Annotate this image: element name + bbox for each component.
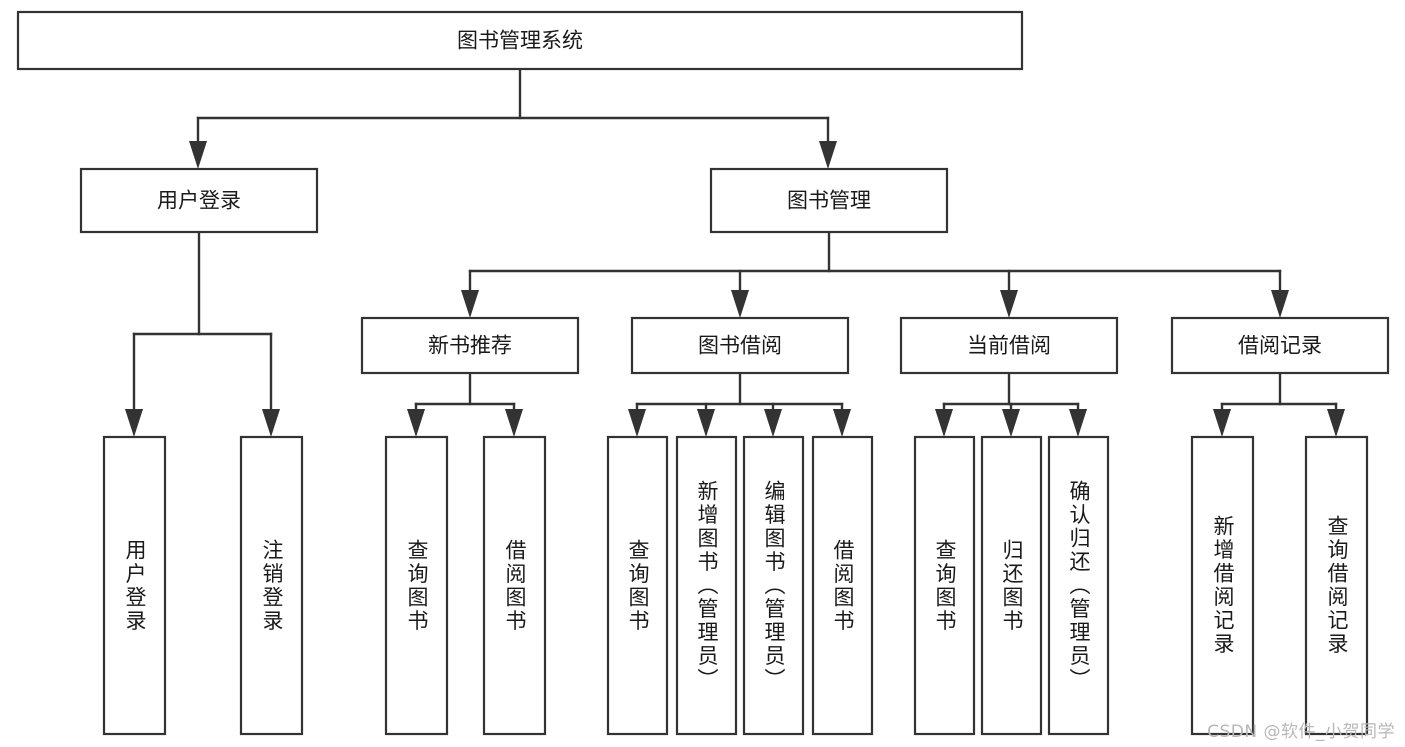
- connector-borrowing-records-to-leaves-arrowhead-0: [1213, 409, 1231, 437]
- connector-book-borrowing-to-leaves-arrowhead-3: [833, 409, 851, 437]
- connector-current-borrowing-to-leaves: [935, 371, 1087, 437]
- connector-user-login-to-leaves-arrowhead-1: [262, 409, 280, 437]
- connector-book-borrowing-to-leaves-arrowhead-0: [628, 409, 646, 437]
- leaf-query-borrowing-record-box[interactable]: [1304, 435, 1369, 736]
- node-new-book-recommendation-label: 新书推荐: [428, 334, 512, 358]
- node-root-book-management-system-box[interactable]: [16, 10, 1024, 71]
- leaf-return-books-box[interactable]: [980, 435, 1043, 736]
- connector-user-login-to-leaves: [125, 230, 280, 437]
- node-book-borrowing-box[interactable]: [630, 316, 850, 375]
- connector-book-management-to-level3: [461, 230, 1289, 318]
- watermark-text: CSDN @软件_小贺同学: [1207, 722, 1395, 742]
- node-book-borrowing-label: 图书借阅: [698, 334, 782, 358]
- connector-root-to-level2-arrowhead-0: [189, 141, 207, 169]
- connectors-layer: [125, 67, 1345, 437]
- leaf-borrow-books-borrowing-box[interactable]: [811, 435, 874, 736]
- connector-book-management-to-level3-arrowhead-0: [461, 290, 479, 318]
- node-boxes-layer: [16, 10, 1390, 736]
- connector-book-management-to-level3-arrowhead-3: [1271, 290, 1289, 318]
- leaf-add-borrowing-record-box[interactable]: [1190, 435, 1255, 736]
- leaf-confirm-return-admin-box[interactable]: [1047, 435, 1110, 736]
- connector-current-borrowing-to-leaves-arrowhead-0: [935, 409, 953, 437]
- node-book-management-label: 图书管理: [787, 189, 871, 213]
- connector-new-book-recommendation-to-leaves: [407, 371, 523, 437]
- connector-book-borrowing-to-leaves: [628, 371, 851, 437]
- connector-current-borrowing-to-leaves-arrowhead-1: [1002, 409, 1020, 437]
- node-borrowing-records-box[interactable]: [1170, 316, 1390, 375]
- connector-book-management-to-level3-arrowhead-2: [1000, 290, 1018, 318]
- connector-book-borrowing-to-leaves-arrowhead-2: [764, 409, 782, 437]
- connector-book-borrowing-to-leaves-arrowhead-1: [697, 409, 715, 437]
- leaf-user-login-box[interactable]: [102, 435, 167, 736]
- connector-new-book-recommendation-to-leaves-arrowhead-1: [505, 409, 523, 437]
- leaf-query-books-borrowing-box[interactable]: [606, 435, 669, 736]
- node-borrowing-records-label: 借阅记录: [1238, 334, 1322, 358]
- node-root-book-management-system-label: 图书管理系统: [457, 29, 583, 53]
- connector-current-borrowing-to-leaves-arrowhead-2: [1069, 409, 1087, 437]
- node-user-login-box[interactable]: [79, 167, 319, 234]
- node-current-borrowing-label: 当前借阅: [967, 334, 1051, 358]
- node-new-book-recommendation-box[interactable]: [360, 316, 580, 375]
- node-book-management-box[interactable]: [709, 167, 949, 234]
- leaf-borrow-books-recommendation-box[interactable]: [482, 435, 547, 736]
- leaf-query-books-recommendation-box[interactable]: [384, 435, 449, 736]
- connector-root-to-level2-arrowhead-1: [819, 141, 837, 169]
- leaf-query-books-current-box[interactable]: [913, 435, 976, 736]
- connector-new-book-recommendation-to-leaves-arrowhead-0: [407, 409, 425, 437]
- leaf-add-book-admin-box[interactable]: [675, 435, 738, 736]
- connector-user-login-to-leaves-arrowhead-0: [125, 409, 143, 437]
- connector-borrowing-records-to-leaves: [1213, 371, 1345, 437]
- connector-book-management-to-level3-arrowhead-1: [731, 290, 749, 318]
- node-current-borrowing-box[interactable]: [899, 316, 1119, 375]
- leaf-edit-book-admin-box[interactable]: [742, 435, 805, 736]
- connector-root-to-level2: [189, 67, 837, 169]
- connector-borrowing-records-to-leaves-arrowhead-1: [1327, 409, 1345, 437]
- node-user-login-label: 用户登录: [157, 189, 241, 213]
- leaf-logout-box[interactable]: [239, 435, 304, 736]
